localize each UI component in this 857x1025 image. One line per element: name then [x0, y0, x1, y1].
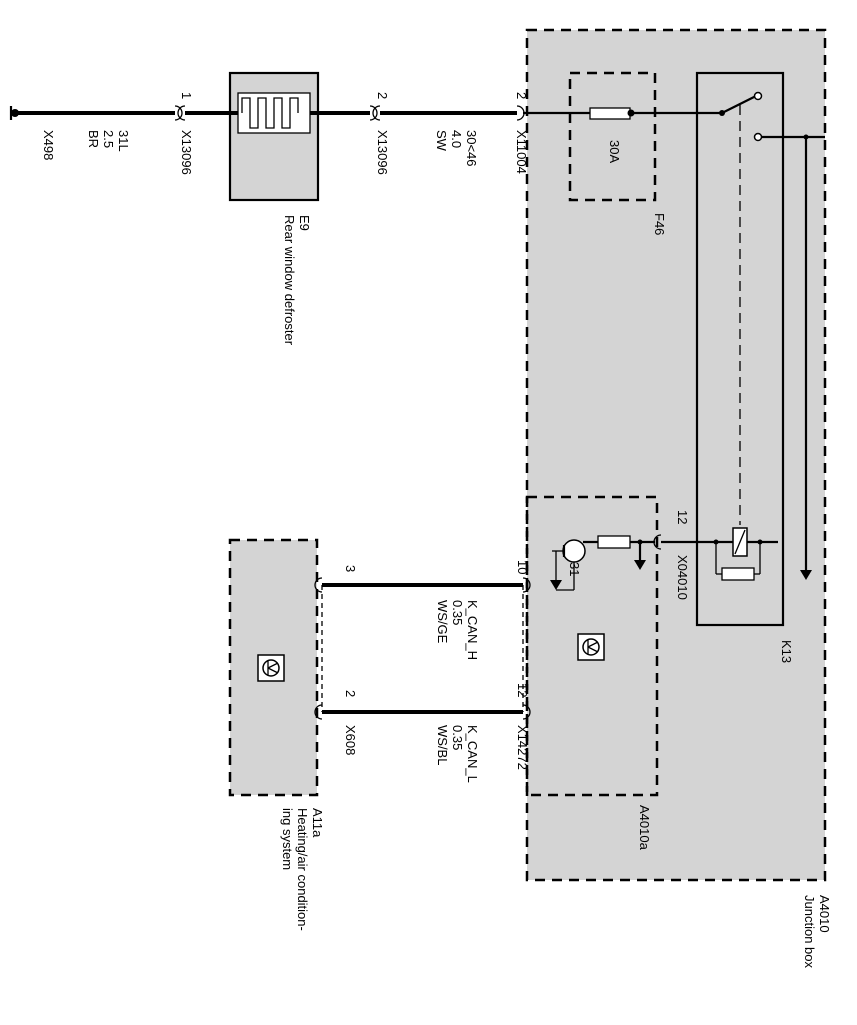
defroster-code: E9 — [297, 215, 312, 231]
x04010-pin: 12 — [675, 510, 690, 524]
x13096-pin2: 2 — [375, 92, 390, 99]
can-h-color: WS/GE — [435, 600, 450, 644]
relay-switch — [719, 91, 825, 580]
defroster-e9 — [228, 71, 320, 202]
relay-coil — [661, 527, 778, 581]
relay-code: K13 — [779, 640, 794, 663]
x13096-label-1: X13096 — [179, 130, 194, 175]
x11004-pin: 2 — [514, 92, 529, 99]
supply-wire-size: 4.0 — [449, 130, 464, 148]
x04010-label: X04010 — [675, 555, 690, 600]
x14272-pin-h: 10 — [515, 560, 530, 574]
x14272-label: X14272 — [515, 725, 530, 770]
ground-wire — [9, 105, 238, 121]
fuse-box-code: F46 — [652, 213, 667, 235]
junction-box-code: A4010 — [817, 895, 832, 933]
network-icon — [577, 633, 605, 661]
control-module-code: A4010a — [637, 805, 652, 851]
control-module-a4010a — [525, 495, 659, 797]
x14272-pin-l: 12 — [515, 683, 530, 697]
junction-box-name: Junction box — [802, 895, 817, 968]
hvac-name-line1: Heating/air condition- — [295, 808, 310, 931]
can-h-size: 0.35 — [450, 600, 465, 625]
x11004-label: X11004 — [514, 130, 529, 174]
x608-label: X608 — [343, 725, 358, 755]
fuse-rating: 30A — [607, 140, 622, 163]
ground-wire-size: 2.5 — [101, 130, 116, 148]
x13096-label-2: X13096 — [375, 130, 390, 175]
defroster-name: Rear window defroster — [282, 215, 297, 346]
ground-wire-color: BR — [86, 130, 101, 148]
relay-k13 — [695, 71, 785, 627]
can-l-wire — [314, 704, 531, 720]
x608-pin-h: 3 — [343, 565, 358, 572]
x13096-pin1: 1 — [179, 92, 194, 99]
fuse-box-f46 — [568, 71, 657, 202]
supply-wire-color: SW — [434, 130, 449, 152]
transistor-ground-label: 31 — [567, 562, 582, 576]
supply-wire-code: 30<46 — [464, 130, 479, 167]
x608-pin-l: 2 — [343, 690, 358, 697]
supply-wire — [310, 105, 590, 121]
can-l-color: WS/BL — [435, 725, 450, 765]
can-l-code: K_CAN_L — [465, 725, 480, 783]
network-icon — [257, 654, 285, 682]
fuse-30a — [589, 107, 722, 120]
ground-wire-code: 31L — [116, 130, 131, 152]
can-l-size: 0.35 — [450, 725, 465, 750]
can-h-code: K_CAN_H — [465, 600, 480, 660]
transistor-driver — [550, 534, 662, 591]
can-h-wire — [314, 577, 531, 712]
junction-box-a4010 — [525, 28, 827, 882]
hvac-name-line2: ing system — [280, 808, 295, 870]
ground-connector-label: X498 — [41, 130, 56, 160]
hvac-code: A11a — [310, 808, 325, 838]
